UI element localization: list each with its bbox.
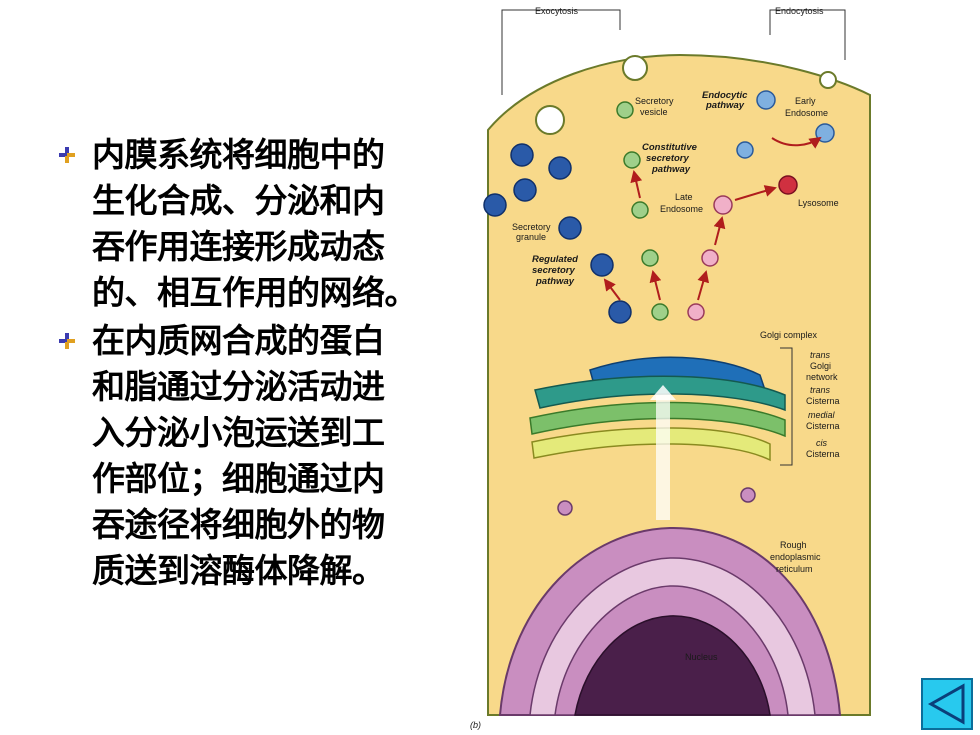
bullet-1-line-3: 吞作用连接形成动态: [92, 227, 385, 266]
label-late-endosome-1: Late: [675, 192, 693, 202]
label-exocytosis: Exocytosis: [535, 6, 579, 16]
bullet-item-1: 内膜系统将细胞中的 生化合成、分泌和内 吞作用连接形成动态 的、相互作用的网络。: [58, 132, 458, 316]
label-trans-golgi-1: trans: [810, 350, 831, 360]
bullet-2-line-1: 在内质网合成的蛋白: [92, 321, 385, 360]
label-early-endosome-2: Endosome: [785, 108, 828, 118]
label-regulated-2: secretory: [532, 265, 575, 276]
label-medial-2: Cisterna: [806, 421, 840, 431]
label-rer-3: reticulum: [776, 564, 813, 574]
back-nav-button[interactable]: [921, 678, 973, 730]
label-trans-golgi-2: Golgi: [810, 361, 831, 371]
label-trans-cisterna-1: trans: [810, 385, 831, 395]
golgi-cis-cisterna: [531, 427, 771, 462]
bullet-2-line-3: 入分泌小泡运送到工: [92, 413, 385, 452]
label-cis-2: Cisterna: [806, 449, 840, 459]
bullet-text-2: 在内质网合成的蛋白 和脂通过分泌活动进 入分泌小泡运送到工 作部位；细胞通过内 …: [92, 318, 385, 594]
label-cis-1: cis: [816, 438, 827, 448]
label-secretory-vesicle-2: vesicle: [640, 107, 668, 117]
label-secretory-granule-1: Secretory: [512, 222, 551, 232]
label-regulated-1: Regulated: [532, 254, 578, 265]
label-rer-1: Rough: [780, 540, 807, 550]
label-panel-b: (b): [470, 720, 481, 730]
label-nucleus: Nucleus: [685, 652, 718, 662]
nucleus: [574, 615, 771, 716]
bullet-marker-icon: [58, 132, 92, 168]
label-medial-1: medial: [808, 410, 836, 420]
bullet-marker-icon: [58, 318, 92, 354]
label-regulated-3: pathway: [535, 276, 575, 287]
bullet-item-2: 在内质网合成的蛋白 和脂通过分泌活动进 入分泌小泡运送到工 作部位；细胞通过内 …: [58, 318, 458, 594]
label-constitutive-2: secretory: [646, 153, 689, 164]
bullet-2-line-4: 作部位；细胞通过内: [92, 459, 385, 498]
bullet-1-line-1: 内膜系统将细胞中的: [92, 135, 385, 174]
label-golgi-complex: Golgi complex: [760, 330, 818, 340]
bullet-1-line-4: 的、相互作用的网络。: [92, 273, 418, 312]
label-constitutive-3: pathway: [651, 164, 691, 175]
label-endocytic-pathway-1: Endocytic: [702, 90, 748, 101]
label-late-endosome-2: Endosome: [660, 204, 703, 214]
label-rer-2: endoplasmic: [770, 552, 821, 562]
endomembrane-diagram: Exocytosis Endocytosis Secretory vesicle…: [470, 0, 890, 735]
label-lysosome: Lysosome: [798, 198, 839, 208]
label-endocytosis: Endocytosis: [775, 6, 824, 16]
back-arrow-icon: [927, 683, 965, 725]
bullet-2-line-6: 质送到溶酶体降解。: [92, 551, 385, 590]
bullet-1-line-2: 生化合成、分泌和内: [92, 181, 385, 220]
bullet-2-line-5: 吞途径将细胞外的物: [92, 505, 385, 544]
bullet-text-1: 内膜系统将细胞中的 生化合成、分泌和内 吞作用连接形成动态 的、相互作用的网络。: [92, 132, 418, 316]
label-early-endosome-1: Early: [795, 96, 816, 106]
label-secretory-granule-2: granule: [516, 232, 546, 242]
label-trans-cisterna-2: Cisterna: [806, 396, 840, 406]
label-endocytic-pathway-2: pathway: [705, 100, 745, 111]
label-secretory-vesicle-1: Secretory: [635, 96, 674, 106]
golgi-medial-cisterna: [529, 401, 786, 438]
label-constitutive-1: Constitutive: [642, 142, 698, 153]
bullet-2-line-2: 和脂通过分泌活动进: [92, 367, 385, 406]
bullet-list: 内膜系统将细胞中的 生化合成、分泌和内 吞作用连接形成动态 的、相互作用的网络。…: [58, 132, 458, 596]
label-trans-golgi-3: network: [806, 372, 838, 382]
